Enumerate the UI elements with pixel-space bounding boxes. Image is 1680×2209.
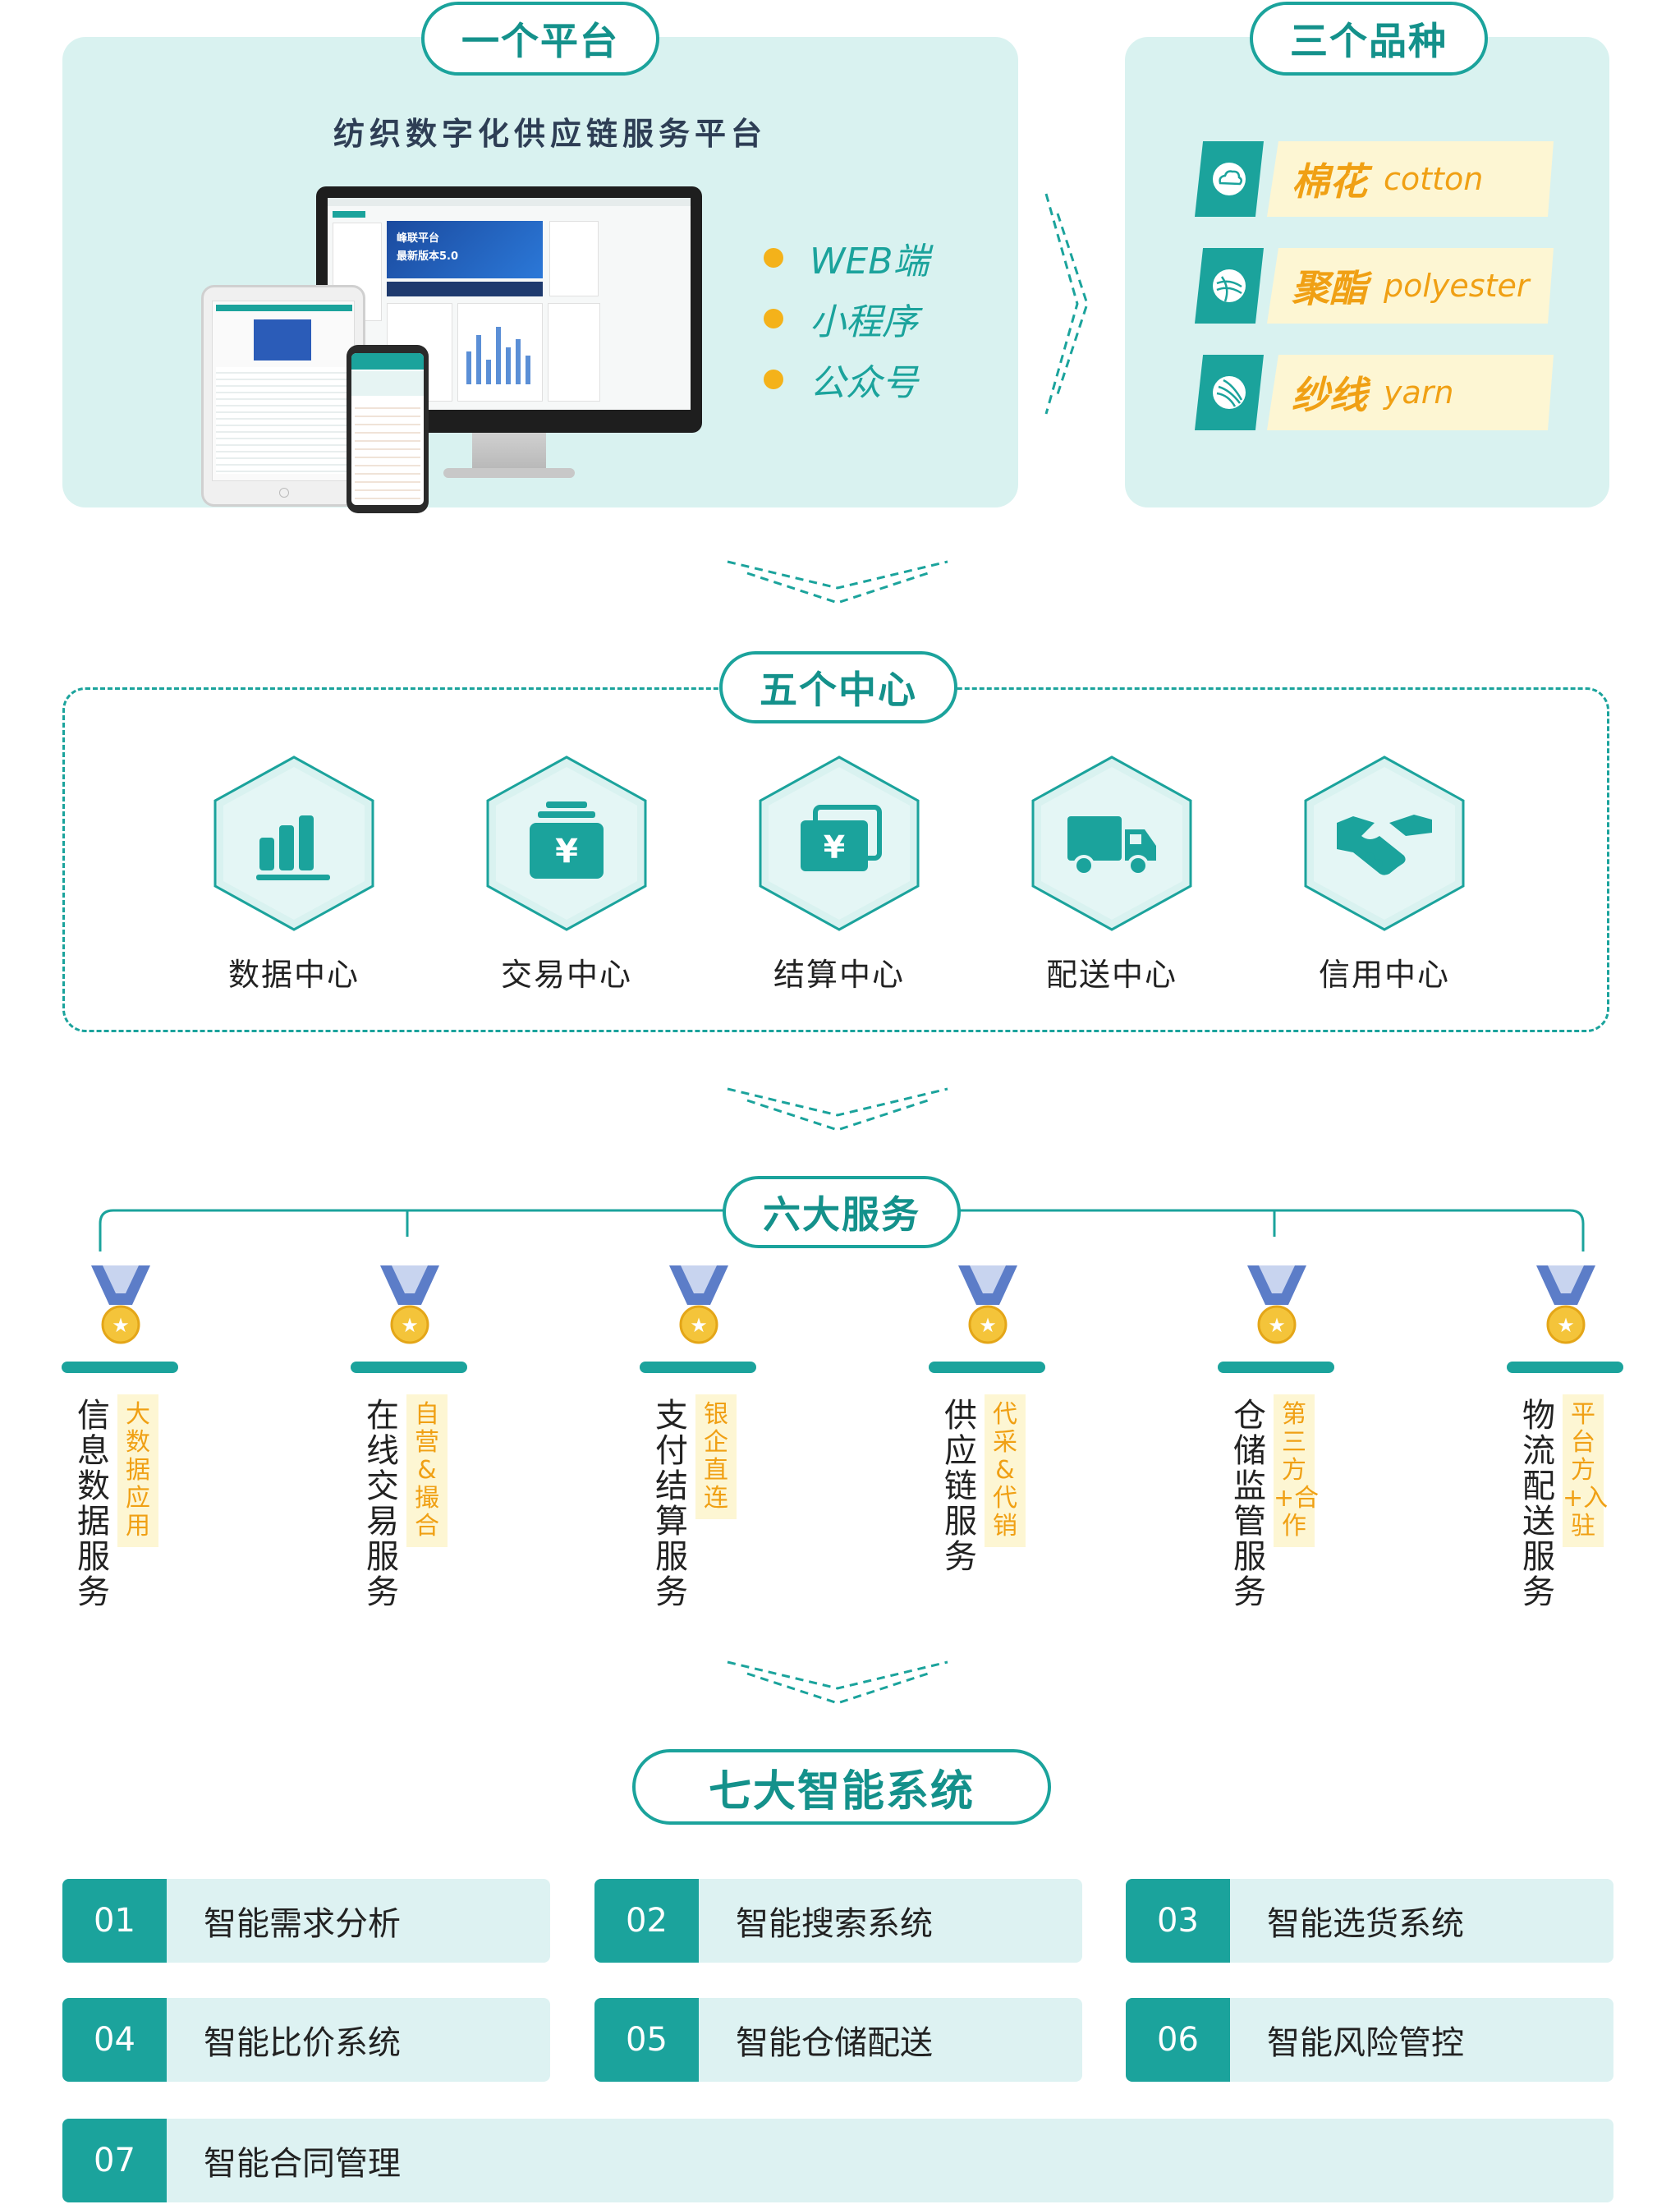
bullet-dot-icon — [764, 370, 783, 389]
center-delivery: 配送中心 — [1030, 755, 1194, 994]
svg-text:★: ★ — [1557, 1314, 1575, 1337]
system-item: 04 智能比价系统 — [62, 1998, 550, 2082]
variety-polyester: 聚酯 polyester — [1195, 248, 1554, 324]
polyester-icon — [1195, 248, 1264, 324]
system-item: 02 智能搜索系统 — [594, 1879, 1082, 1963]
service-tag: 平台方+入驻 — [1563, 1394, 1608, 1547]
center-trade: ¥ 交易中心 — [484, 755, 649, 994]
cotton-icon — [1195, 141, 1264, 217]
service-bar — [1218, 1362, 1334, 1373]
service-bar — [62, 1362, 178, 1373]
services-pill: 六大服务 — [723, 1176, 961, 1248]
monitor-base — [443, 468, 575, 478]
service-bar — [929, 1362, 1045, 1373]
service-tag: 自营&撮合 — [406, 1394, 448, 1547]
handshake-icon — [1337, 815, 1432, 875]
yarn-icon — [1195, 355, 1264, 430]
service-tag: 代采&代销 — [985, 1394, 1026, 1547]
medal-icon: ★ — [380, 1265, 439, 1344]
system-item: 07 智能合同管理 — [62, 2119, 1613, 2202]
center-credit: 信用中心 — [1302, 755, 1467, 994]
channel-official-account: 公众号 — [764, 353, 918, 406]
yuan-box-icon: ¥ — [530, 801, 604, 879]
centers-pill: 五个中心 — [719, 651, 957, 723]
medal-icon: ★ — [1536, 1265, 1595, 1344]
svg-text:★: ★ — [979, 1314, 997, 1337]
tablet — [201, 285, 365, 507]
svg-text:★: ★ — [1268, 1314, 1286, 1337]
yuan-card-icon: ¥ — [801, 805, 882, 871]
svg-text:★: ★ — [690, 1314, 708, 1337]
medal-icon: ★ — [958, 1265, 1017, 1344]
chevron-right-icon — [1044, 193, 1089, 415]
center-settlement: ¥ 结算中心 — [757, 755, 921, 994]
chevron-down-icon — [727, 560, 948, 604]
variety-pill: 三个品种 — [1250, 2, 1488, 76]
monitor-screen: 峰联平台 最新版本5.0 — [328, 198, 691, 410]
chevron-down-icon — [727, 1660, 948, 1705]
monitor-neck — [472, 433, 546, 470]
channel-web: WEB端 — [764, 232, 930, 284]
service-bar — [640, 1362, 756, 1373]
bullet-dot-icon — [764, 248, 783, 268]
svg-text:★: ★ — [112, 1314, 130, 1337]
platform-pill: 一个平台 — [421, 2, 659, 76]
truck-icon — [1067, 816, 1156, 876]
variety-cotton: 棉花 cotton — [1195, 141, 1554, 217]
chevron-down-icon — [727, 1087, 948, 1132]
system-item: 05 智能仓储配送 — [594, 1998, 1082, 2082]
monitor: 峰联平台 最新版本5.0 — [316, 186, 702, 433]
system-item: 03 智能选货系统 — [1126, 1879, 1613, 1963]
service-bar — [1507, 1362, 1623, 1373]
medal-icon: ★ — [1247, 1265, 1306, 1344]
platform-subtitle: 纺织数字化供应链服务平台 — [333, 115, 767, 152]
svg-text:¥: ¥ — [824, 829, 845, 866]
service-tag: 银企直连 — [695, 1394, 737, 1519]
medal-icon: ★ — [91, 1265, 150, 1344]
medal-icon: ★ — [669, 1265, 728, 1344]
service-tag: 大数据应用 — [117, 1394, 158, 1547]
variety-yarn: 纱线 yarn — [1195, 355, 1554, 430]
bullet-dot-icon — [764, 309, 783, 328]
monitor-banner: 峰联平台 最新版本5.0 — [387, 221, 543, 278]
service-tag: 第三方+合作 — [1274, 1394, 1319, 1547]
bar-chart-icon — [256, 815, 330, 880]
center-data: 数据中心 — [212, 755, 376, 994]
service-bar — [351, 1362, 467, 1373]
device-mockup: 峰联平台 最新版本5.0 — [197, 182, 706, 519]
svg-text:¥: ¥ — [555, 833, 578, 870]
channel-miniprogram: 小程序 — [764, 292, 918, 345]
phone — [347, 345, 429, 513]
svg-text:★: ★ — [401, 1314, 419, 1337]
systems-pill: 七大智能系统 — [632, 1749, 1051, 1825]
system-item: 01 智能需求分析 — [62, 1879, 550, 1963]
system-item: 06 智能风险管控 — [1126, 1998, 1613, 2082]
